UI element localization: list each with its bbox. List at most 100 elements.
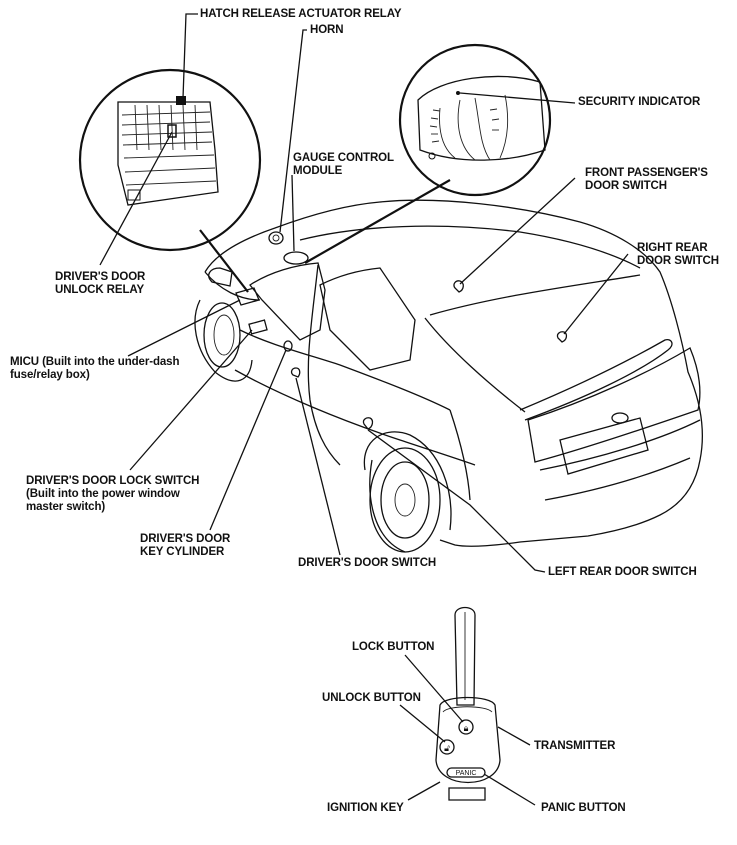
leader-fuse-callout: [199, 229, 249, 293]
gauge-arc-4: [499, 94, 509, 159]
gauge-callout-circle: [398, 43, 552, 197]
hatch-relay-mark: [176, 96, 186, 105]
unlock-glyph-icon: 🔓︎: [444, 744, 450, 754]
spoiler: [519, 339, 673, 421]
label-driver-unlock-2: UNLOCK RELAY: [55, 284, 145, 296]
unlock-relay-mark: [167, 124, 177, 138]
label-horn: HORN: [310, 24, 344, 36]
security-indicator-dot: [456, 91, 460, 95]
horn-shape: [268, 231, 284, 245]
fob-shoulder: [442, 706, 493, 713]
rear-rim: [380, 461, 430, 539]
label-driver-unlock-1: DRIVER'S DOOR: [55, 271, 146, 283]
label-key-cylinder-1: DRIVER'S DOOR: [140, 533, 231, 545]
label-micu-2: fuse/relay box): [10, 369, 90, 381]
label-lock-switch-3: master switch): [26, 501, 106, 513]
emblem: [611, 412, 629, 424]
horn-center: [272, 234, 280, 242]
front-door-window: [249, 262, 326, 341]
leader-panic-button: [483, 773, 536, 806]
lock-button-shape: [458, 719, 474, 735]
leader-unlock-button: [399, 704, 446, 743]
left-rear-switch-shape: [362, 417, 374, 430]
label-gauge-module-1: GAUGE CONTROL: [293, 152, 394, 164]
label-unlock-button: UNLOCK BUTTON: [322, 692, 421, 704]
tail-lamp: [527, 347, 701, 463]
label-security-indicator: SECURITY INDICATOR: [578, 96, 701, 108]
gauge-cluster: [417, 75, 546, 161]
b-pillar-line: [307, 264, 341, 466]
front-wheel: [203, 302, 241, 368]
leader-ignition-key: [407, 781, 441, 801]
bumper-lower: [544, 457, 691, 501]
rear-glass-side: [424, 317, 526, 413]
label-front-passenger-1: FRONT PASSENGER'S: [585, 167, 708, 179]
driver-door-switch-shape: [290, 367, 301, 378]
label-lock-button: LOCK BUTTON: [352, 641, 435, 653]
label-panic-button: PANIC BUTTON: [541, 802, 626, 814]
leader-lock-switch: [129, 329, 253, 471]
label-micu-1: MICU (Built into the under-dash: [10, 356, 180, 368]
roof-ridge: [299, 225, 641, 269]
label-right-rear-1: RIGHT REAR: [637, 242, 708, 254]
label-gauge-module-2: MODULE: [293, 165, 343, 177]
leader-security: [459, 92, 576, 104]
label-lock-switch-2: (Built into the power window: [26, 488, 180, 500]
side-crease: [234, 369, 476, 466]
windshield-base: [204, 271, 261, 301]
rear-door-window: [319, 267, 416, 371]
fuse-callout-circle: [78, 68, 262, 252]
leader-lock-button: [404, 654, 464, 723]
label-lock-switch-1: DRIVER'S DOOR LOCK SWITCH: [26, 475, 200, 487]
belt-line: [239, 329, 451, 411]
fuse-box-callout: [78, 68, 262, 252]
rear-glass-top: [429, 274, 641, 316]
rear-wheel-arch: [363, 431, 452, 531]
label-ignition-key: IGNITION KEY: [327, 802, 404, 814]
panic-button-shape: [446, 767, 486, 778]
leader-right-rear: [563, 253, 629, 335]
car-illustration: [194, 199, 703, 553]
gauge-arc-3: [474, 97, 491, 161]
gauge-ticks: [429, 108, 500, 143]
fuse-box-tab: [127, 189, 141, 201]
rear-tire-edge: [369, 459, 406, 553]
unlock-button-shape: [439, 739, 455, 755]
gauge-arc-1: [439, 107, 456, 159]
leader-front-passenger: [459, 177, 576, 285]
gauge-knob: [428, 152, 436, 160]
c-pillar-line: [449, 409, 471, 501]
leader-key-cylinder: [209, 349, 287, 531]
leader-hatch-relay: [182, 13, 198, 99]
fuse-grid: [121, 104, 217, 186]
car-outline: [204, 199, 703, 547]
panic-button-text: PANIC: [456, 770, 477, 777]
key-blade: [454, 606, 476, 706]
leader-unlock-relay: [99, 131, 173, 266]
leader-left-rear: [367, 429, 546, 573]
gauge-module-shape: [283, 251, 309, 265]
leader-lines: [99, 13, 629, 806]
fob-body: [435, 696, 501, 783]
rear-hub: [394, 483, 416, 517]
label-right-rear-2: DOOR SWITCH: [637, 255, 719, 267]
leader-driver-door: [295, 377, 341, 556]
label-hatch-release-relay: HATCH RELEASE ACTUATOR RELAY: [200, 8, 402, 20]
leader-micu: [127, 299, 241, 357]
leader-gauge-callout: [304, 179, 451, 264]
lock-switch-shape: [248, 319, 268, 335]
gauge-arc-2: [457, 99, 476, 161]
lock-glyph-icon: 🔒︎: [464, 724, 469, 734]
fob-key-ring: [448, 787, 486, 801]
label-front-passenger-2: DOOR SWITCH: [585, 180, 667, 192]
license-plate: [559, 417, 649, 475]
gauge-callout: [398, 43, 552, 197]
leader-horn: [279, 29, 307, 233]
leader-transmitter: [497, 726, 531, 746]
label-transmitter: TRANSMITTER: [534, 740, 616, 752]
bumper-line: [539, 419, 701, 471]
label-left-rear-door-switch: LEFT REAR DOOR SWITCH: [548, 566, 697, 578]
passenger-switch-shape: [453, 280, 464, 293]
